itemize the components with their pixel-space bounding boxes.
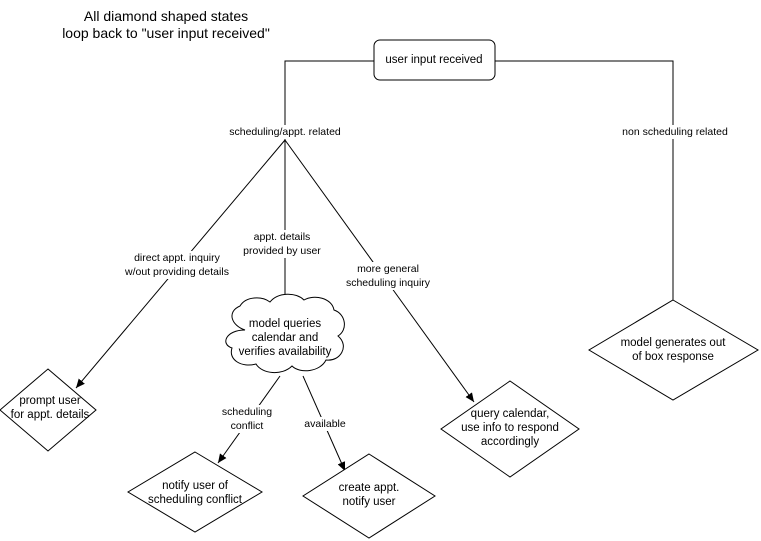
edge-label-general: more general scheduling inquiry bbox=[344, 262, 432, 290]
create-appt-node: create appt. notify user bbox=[339, 481, 400, 509]
query-calendar-diamond bbox=[440, 380, 580, 478]
legend-note: All diamond shaped states loop back to "… bbox=[62, 8, 270, 42]
edge-label-text: non scheduling related bbox=[622, 126, 728, 138]
cloud-node-line: verifies availability bbox=[238, 346, 332, 358]
edge-label-details: appt. details provided by user bbox=[242, 230, 322, 258]
out-of-box-line: model generates out bbox=[620, 337, 726, 349]
cloud-node: model queries calendar and verifies avai… bbox=[239, 317, 332, 359]
edge-label-line: conflict bbox=[230, 420, 264, 432]
out-of-box-diamond bbox=[588, 299, 759, 401]
notify-conflict-diamond bbox=[127, 451, 263, 533]
query-calendar-node: query calendar, use info to respond acco… bbox=[461, 407, 559, 449]
legend-note-line: loop back to "user input received" bbox=[62, 25, 270, 41]
edge-start-to-hub bbox=[284, 60, 374, 140]
out-of-box-line: of box response bbox=[632, 351, 714, 363]
prompt-user-node: prompt user for appt. details bbox=[11, 394, 90, 422]
start-node-label: user input received bbox=[385, 54, 483, 66]
edge-label-direct: direct appt. inquiry w/out providing det… bbox=[124, 251, 230, 279]
edge-start-to-non-scheduling bbox=[495, 60, 674, 300]
cloud-node-line: model queries bbox=[248, 318, 322, 330]
prompt-user-line: prompt user bbox=[19, 395, 81, 407]
notify-conflict-node: notify user of scheduling conflict bbox=[148, 479, 242, 507]
edge-label-line: more general bbox=[357, 263, 419, 275]
query-calendar-line: use info to respond bbox=[461, 422, 559, 434]
edge-label-conflict: scheduling conflict bbox=[220, 405, 274, 433]
query-calendar-line: query calendar, bbox=[470, 408, 550, 420]
create-appt-line: notify user bbox=[342, 496, 396, 508]
edge-label-line: w/out providing details bbox=[125, 266, 229, 278]
cloud-node-shape bbox=[225, 293, 345, 373]
create-appt-line: create appt. bbox=[338, 482, 400, 494]
start-node-shape bbox=[373, 39, 496, 81]
notify-conflict-line: notify user of bbox=[162, 480, 228, 492]
notify-conflict-line: scheduling conflict bbox=[148, 494, 242, 506]
out-of-box-node: model generates out of box response bbox=[621, 336, 726, 364]
prompt-user-diamond bbox=[0, 368, 97, 452]
cloud-node-line: calendar and bbox=[251, 332, 319, 344]
legend-note-line: All diamond shaped states bbox=[83, 8, 249, 24]
start-node: user input received bbox=[385, 53, 482, 67]
edge-label-text: available bbox=[304, 418, 346, 430]
edge-label-text: scheduling/appt. related bbox=[229, 126, 341, 138]
edge-label-line: direct appt. inquiry bbox=[134, 252, 220, 264]
edge-label-line: scheduling inquiry bbox=[345, 277, 431, 289]
edge-label-available: available bbox=[303, 417, 347, 431]
edge-label-line: provided by user bbox=[243, 245, 321, 257]
edge-label-non-scheduling: non scheduling related bbox=[621, 125, 729, 139]
edge-label-line: appt. details bbox=[253, 231, 311, 243]
prompt-user-line: for appt. details bbox=[10, 409, 90, 421]
query-calendar-line: accordingly bbox=[480, 436, 540, 448]
edge-label-line: scheduling bbox=[221, 406, 273, 418]
edge-label-scheduling: scheduling/appt. related bbox=[228, 125, 342, 139]
create-appt-diamond bbox=[302, 453, 436, 539]
